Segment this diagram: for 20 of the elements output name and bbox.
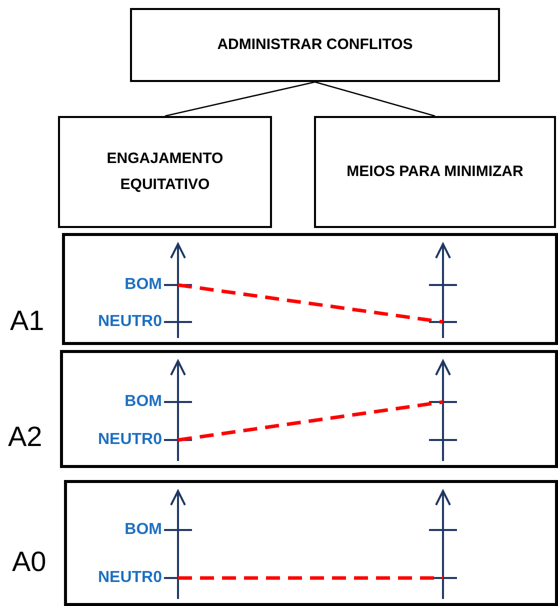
row-label: A1 — [10, 305, 44, 337]
level-label: NEUTR0 — [98, 431, 162, 449]
process-box — [58, 116, 272, 228]
box-title: ADMINISTRAR CONFLITOS — [216, 35, 414, 55]
row-label: A0 — [12, 546, 46, 578]
level-label: NEUTR0 — [98, 569, 162, 587]
level-label: BOM — [124, 521, 162, 539]
level-label: NEUTR0 — [98, 313, 162, 331]
connector-line — [164, 81, 316, 117]
process-box — [130, 8, 500, 82]
profile-panel — [64, 480, 558, 606]
level-label: BOM — [124, 276, 162, 294]
row-label: A2 — [8, 421, 42, 453]
box-title: ENGAJAMENTO EQUITATIVO — [106, 149, 224, 195]
connector-line — [314, 81, 436, 117]
process-box — [314, 116, 556, 228]
level-label: BOM — [124, 393, 162, 411]
profile-panel — [62, 233, 558, 345]
profile-panel — [60, 350, 558, 468]
box-title: MEIOS PARA MINIMIZAR — [346, 162, 524, 182]
